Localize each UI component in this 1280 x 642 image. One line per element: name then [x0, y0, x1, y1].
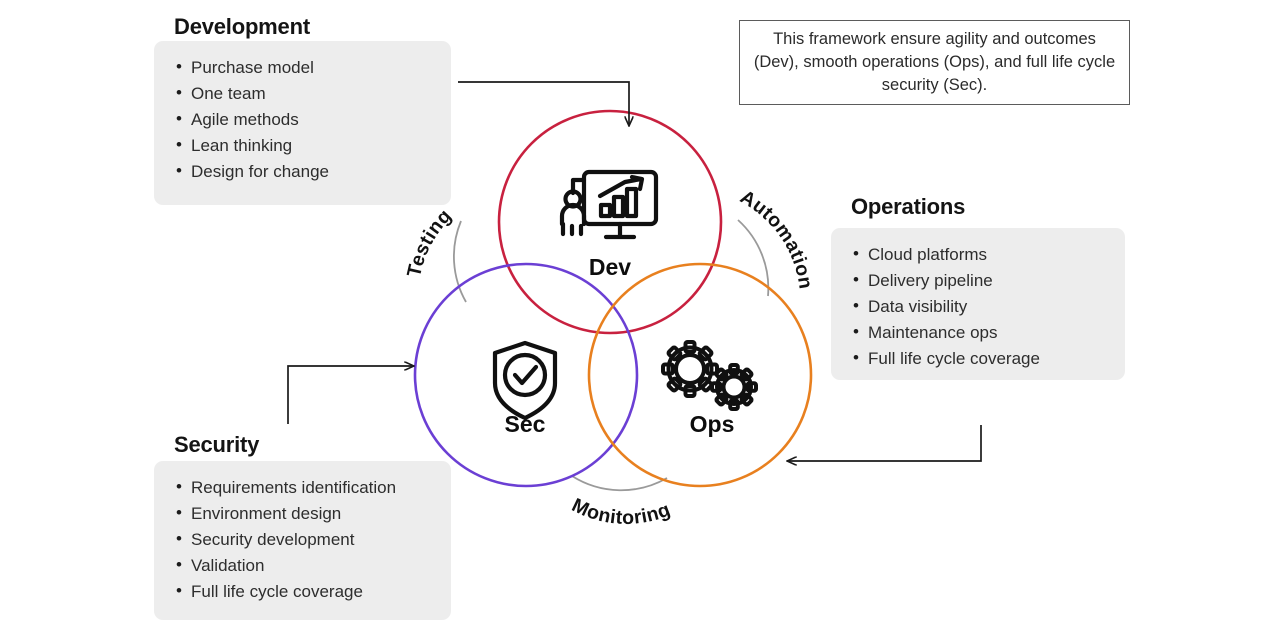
- development-connector-arrow: [458, 81, 629, 126]
- security-panel: Requirements identification Environment …: [154, 461, 451, 620]
- list-item: Full life cycle coverage: [853, 345, 1105, 372]
- sec-label: Sec: [505, 411, 546, 437]
- list-item: Cloud platforms: [853, 241, 1105, 268]
- list-item: Full life cycle coverage: [176, 578, 431, 605]
- ops-circle: [587, 262, 813, 488]
- list-item: Purchase model: [176, 54, 431, 81]
- list-item: Security development: [176, 526, 431, 553]
- testing-arc: [453, 220, 467, 303]
- list-item: Design for change: [176, 158, 431, 185]
- list-item: Maintenance ops: [853, 319, 1105, 346]
- development-panel: Purchase model One team Agile methods Le…: [154, 41, 451, 205]
- list-item: Validation: [176, 552, 431, 579]
- list-item: One team: [176, 80, 431, 107]
- list-item: Agile methods: [176, 106, 431, 133]
- shield-check-icon: [492, 340, 558, 421]
- development-list: Purchase model One team Agile methods Le…: [176, 54, 431, 185]
- ops-label: Ops: [690, 411, 735, 437]
- monitoring-arc: [571, 475, 668, 492]
- monitoring-arc-label: Monitoring: [568, 494, 673, 529]
- security-heading: Security: [174, 432, 260, 457]
- list-item: Delivery pipeline: [853, 267, 1105, 294]
- list-item: Requirements identification: [176, 474, 431, 501]
- list-item: Lean thinking: [176, 132, 431, 159]
- development-heading: Development: [174, 14, 310, 39]
- list-item: Environment design: [176, 500, 431, 527]
- monitor-chart-person-icon: [559, 169, 659, 240]
- list-item: Data visibility: [853, 293, 1105, 320]
- operations-heading: Operations: [851, 194, 966, 219]
- security-connector-arrow: [287, 366, 414, 424]
- dev-circle: [497, 109, 723, 335]
- testing-arc-label: Testing: [403, 205, 456, 279]
- sec-circle: [413, 262, 639, 488]
- operations-list: Cloud platforms Delivery pipeline Data v…: [853, 241, 1105, 372]
- dev-label: Dev: [589, 254, 631, 280]
- security-list: Requirements identification Environment …: [176, 474, 431, 605]
- operations-panel: Cloud platforms Delivery pipeline Data v…: [831, 228, 1125, 380]
- gears-icon: [661, 340, 758, 411]
- framework-callout-text: This framework ensure agility and outcom…: [753, 30, 1116, 94]
- operations-connector-arrow: [787, 425, 982, 461]
- framework-callout-box: This framework ensure agility and outcom…: [739, 20, 1130, 105]
